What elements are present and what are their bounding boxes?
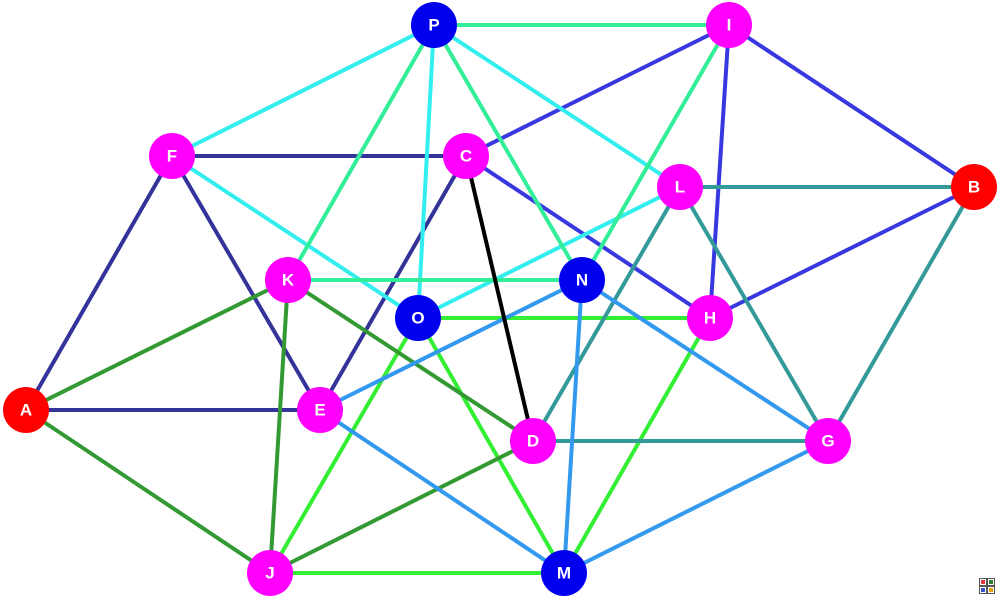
edge-p-k: [286, 23, 436, 282]
node-k: K: [265, 257, 311, 303]
node-label: M: [557, 563, 571, 582]
edge-c-e: [318, 154, 468, 412]
edge-n-m: [562, 278, 584, 575]
node-n: N: [559, 257, 605, 303]
edge-o-m: [416, 316, 566, 575]
node-j: J: [247, 550, 293, 596]
edge-i-b: [727, 23, 976, 189]
edge-i-n: [580, 23, 731, 282]
node-label: H: [704, 308, 716, 327]
node-label: I: [727, 15, 732, 34]
node-circle: [687, 295, 733, 341]
node-circle: [951, 164, 997, 210]
node-label: K: [282, 270, 295, 289]
edge-f-o: [170, 154, 420, 320]
node-circle: [395, 295, 441, 341]
node-circle: [265, 257, 311, 303]
node-circle: [247, 550, 293, 596]
edge-k-j: [268, 278, 290, 575]
node-label: L: [675, 177, 685, 196]
node-label: N: [576, 270, 588, 289]
node-label: F: [167, 146, 177, 165]
node-circle: [805, 418, 851, 464]
node-label: G: [821, 431, 834, 450]
edge-a-j: [24, 408, 272, 575]
node-g: G: [805, 418, 851, 464]
node-label: B: [968, 177, 980, 196]
edge-i-h: [708, 23, 731, 320]
node-e: E: [297, 387, 343, 433]
node-label: E: [314, 400, 325, 419]
edge-k-d: [286, 278, 535, 443]
edge-n-e: [318, 278, 584, 412]
edge-o-j: [268, 316, 420, 575]
node-o: O: [395, 295, 441, 341]
edge-p-l: [432, 23, 682, 189]
node-f: F: [149, 133, 195, 179]
node-label: A: [20, 400, 32, 419]
edge-c-h: [464, 154, 712, 320]
edge-e-m: [318, 408, 566, 575]
node-c: C: [443, 133, 489, 179]
node-h: H: [687, 295, 733, 341]
node-label: P: [428, 15, 439, 34]
edge-l-o: [416, 185, 682, 320]
node-circle: [510, 418, 556, 464]
node-b: B: [951, 164, 997, 210]
edge-n-g: [580, 278, 830, 443]
edge-c-d: [464, 154, 535, 443]
edge-p-f: [170, 23, 436, 158]
node-circle: [149, 133, 195, 179]
edge-p-n: [432, 23, 584, 282]
edge-f-e: [170, 154, 322, 412]
edge-b-g: [826, 185, 976, 443]
edge-i-c: [464, 23, 731, 158]
node-m: M: [541, 550, 587, 596]
node-label: D: [527, 431, 539, 450]
edge-g-m: [562, 439, 830, 575]
node-d: D: [510, 418, 556, 464]
edge-b-h: [708, 185, 976, 320]
graph-nodes: P I F C L B K N O H A E D G J M: [3, 2, 997, 596]
node-p: P: [411, 2, 457, 48]
node-circle: [297, 387, 343, 433]
node-circle: [657, 164, 703, 210]
node-label: C: [460, 146, 472, 165]
node-label: J: [265, 563, 274, 582]
node-label: O: [411, 308, 424, 327]
edge-d-j: [268, 439, 535, 575]
node-i: I: [706, 2, 752, 48]
node-circle: [3, 387, 49, 433]
node-circle: [443, 133, 489, 179]
node-circle: [706, 2, 752, 48]
edge-f-a: [24, 154, 174, 412]
node-a: A: [3, 387, 49, 433]
edge-l-d: [531, 185, 682, 443]
edge-h-m: [562, 316, 712, 575]
node-circle: [411, 2, 457, 48]
node-circle: [541, 550, 587, 596]
node-circle: [559, 257, 605, 303]
graph-edges: [24, 23, 976, 575]
edge-a-k: [24, 278, 290, 412]
edge-p-o: [416, 23, 436, 320]
logo-icon: [979, 578, 995, 594]
edge-l-g: [678, 185, 830, 443]
node-l: L: [657, 164, 703, 210]
